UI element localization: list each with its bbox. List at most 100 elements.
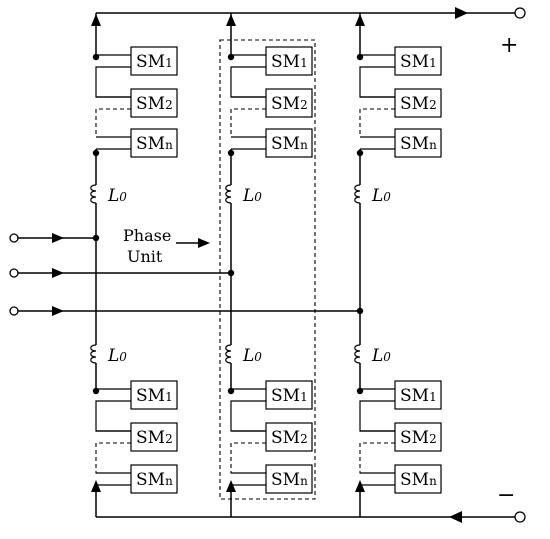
submodule-index: n bbox=[429, 138, 437, 152]
submodule-label: SM2 bbox=[136, 428, 173, 448]
current-arrow-icon bbox=[91, 14, 101, 26]
ac-terminal-c bbox=[9, 306, 19, 316]
submodule-index: n bbox=[165, 474, 173, 488]
inductor-label: L0 bbox=[242, 186, 262, 206]
submodule-label: SMn bbox=[136, 470, 173, 490]
ac-input-a bbox=[9, 233, 96, 243]
bus-arrow-icon bbox=[449, 511, 462, 523]
current-arrow-icon bbox=[226, 14, 236, 26]
submodule-block: SM2 bbox=[130, 422, 178, 452]
submodule-index: 2 bbox=[165, 98, 173, 112]
submodule-label: SMn bbox=[271, 470, 308, 490]
inductor-label: L0 bbox=[242, 346, 262, 366]
submodule-block: SM2 bbox=[265, 88, 313, 118]
positive-dc-bus bbox=[96, 7, 526, 19]
submodule-index: 1 bbox=[300, 390, 308, 404]
submodule-block: SMn bbox=[394, 128, 442, 158]
phase-label-line2: Unit bbox=[127, 247, 163, 266]
submodule-label: SMn bbox=[136, 134, 173, 154]
submodule-block: SM1 bbox=[394, 380, 442, 410]
submodule-block: SM1 bbox=[130, 46, 178, 76]
submodule-label: SM1 bbox=[400, 386, 437, 406]
inductor-label: L0 bbox=[371, 186, 391, 206]
submodule-label: SM1 bbox=[271, 52, 308, 72]
junction-dot bbox=[227, 53, 235, 61]
inductor-coil-icon bbox=[354, 344, 361, 364]
current-arrow-icon bbox=[91, 480, 101, 492]
junction-dot bbox=[356, 53, 364, 61]
submodule-block: SM2 bbox=[394, 422, 442, 452]
submodule-block: SM1 bbox=[265, 46, 313, 76]
submodule-block: SM2 bbox=[394, 88, 442, 118]
submodule-index: 2 bbox=[429, 432, 437, 446]
submodule-block: SM1 bbox=[130, 380, 178, 410]
submodule-index: 2 bbox=[165, 432, 173, 446]
phase-unit-arrow-icon bbox=[198, 238, 210, 248]
submodule-index: n bbox=[300, 138, 308, 152]
inductor-label: L0 bbox=[371, 346, 391, 366]
input-arrow-icon bbox=[52, 268, 64, 278]
submodule-label: SM1 bbox=[136, 52, 173, 72]
submodule-index: n bbox=[429, 474, 437, 488]
ac-terminal-b bbox=[9, 268, 19, 278]
submodule-index: 1 bbox=[300, 56, 308, 70]
submodule-label: SM1 bbox=[400, 52, 437, 72]
positive-polarity-label: + bbox=[500, 33, 518, 58]
submodule-block: SM1 bbox=[394, 46, 442, 76]
bus-arrow-icon bbox=[455, 7, 468, 19]
submodule-index: 1 bbox=[429, 390, 437, 404]
inductor-label: L0 bbox=[107, 346, 127, 366]
submodule-block: SM2 bbox=[265, 422, 313, 452]
inductor-coil-icon bbox=[225, 184, 232, 204]
submodule-index: n bbox=[300, 474, 308, 488]
phase-label-line1: Phase bbox=[123, 226, 171, 245]
inductor-sub: 0 bbox=[254, 350, 262, 364]
negative-terminal bbox=[514, 511, 526, 523]
inductor-sub: 0 bbox=[383, 350, 391, 364]
submodule-index: 1 bbox=[165, 56, 173, 70]
submodule-label: SM2 bbox=[136, 94, 173, 114]
submodule-index: 1 bbox=[165, 390, 173, 404]
junction-dot bbox=[356, 307, 364, 315]
input-arrow-icon bbox=[52, 233, 64, 243]
submodule-index: n bbox=[165, 138, 173, 152]
junction-dot bbox=[227, 269, 235, 277]
inductor-coil-icon bbox=[354, 184, 361, 204]
submodule-block: SMn bbox=[130, 464, 178, 494]
submodule-label: SM2 bbox=[400, 94, 437, 114]
submodule-label: SM1 bbox=[271, 386, 308, 406]
inductor-sub: 0 bbox=[383, 190, 391, 204]
inductor-coil-icon bbox=[225, 344, 232, 364]
submodule-label: SM2 bbox=[400, 428, 437, 448]
inductor-label: L0 bbox=[107, 186, 127, 206]
submodule-label: SM2 bbox=[271, 94, 308, 114]
phase-unit-boundary bbox=[219, 39, 316, 500]
submodule-index: 2 bbox=[300, 98, 308, 112]
input-arrow-icon bbox=[52, 306, 64, 316]
submodule-label: SM2 bbox=[271, 428, 308, 448]
current-arrow-icon bbox=[355, 14, 365, 26]
ac-input-c bbox=[9, 306, 360, 316]
submodule-index: 1 bbox=[429, 56, 437, 70]
positive-terminal bbox=[514, 7, 526, 19]
current-arrow-icon bbox=[226, 480, 236, 492]
inductor-sub: 0 bbox=[119, 190, 127, 204]
submodule-index: 2 bbox=[429, 98, 437, 112]
submodule-label: SM1 bbox=[136, 386, 173, 406]
submodule-block: SMn bbox=[130, 128, 178, 158]
negative-polarity-label: − bbox=[497, 483, 515, 508]
ac-terminal-a bbox=[9, 233, 19, 243]
inductor-coil-icon bbox=[90, 344, 97, 364]
inductor-sub: 0 bbox=[119, 350, 127, 364]
inductor-coil-icon bbox=[90, 184, 97, 204]
submodule-label: SMn bbox=[271, 134, 308, 154]
submodule-label: SMn bbox=[400, 470, 437, 490]
junction-dot bbox=[92, 53, 100, 61]
negative-dc-bus bbox=[96, 511, 526, 523]
ac-input-b bbox=[9, 268, 231, 278]
